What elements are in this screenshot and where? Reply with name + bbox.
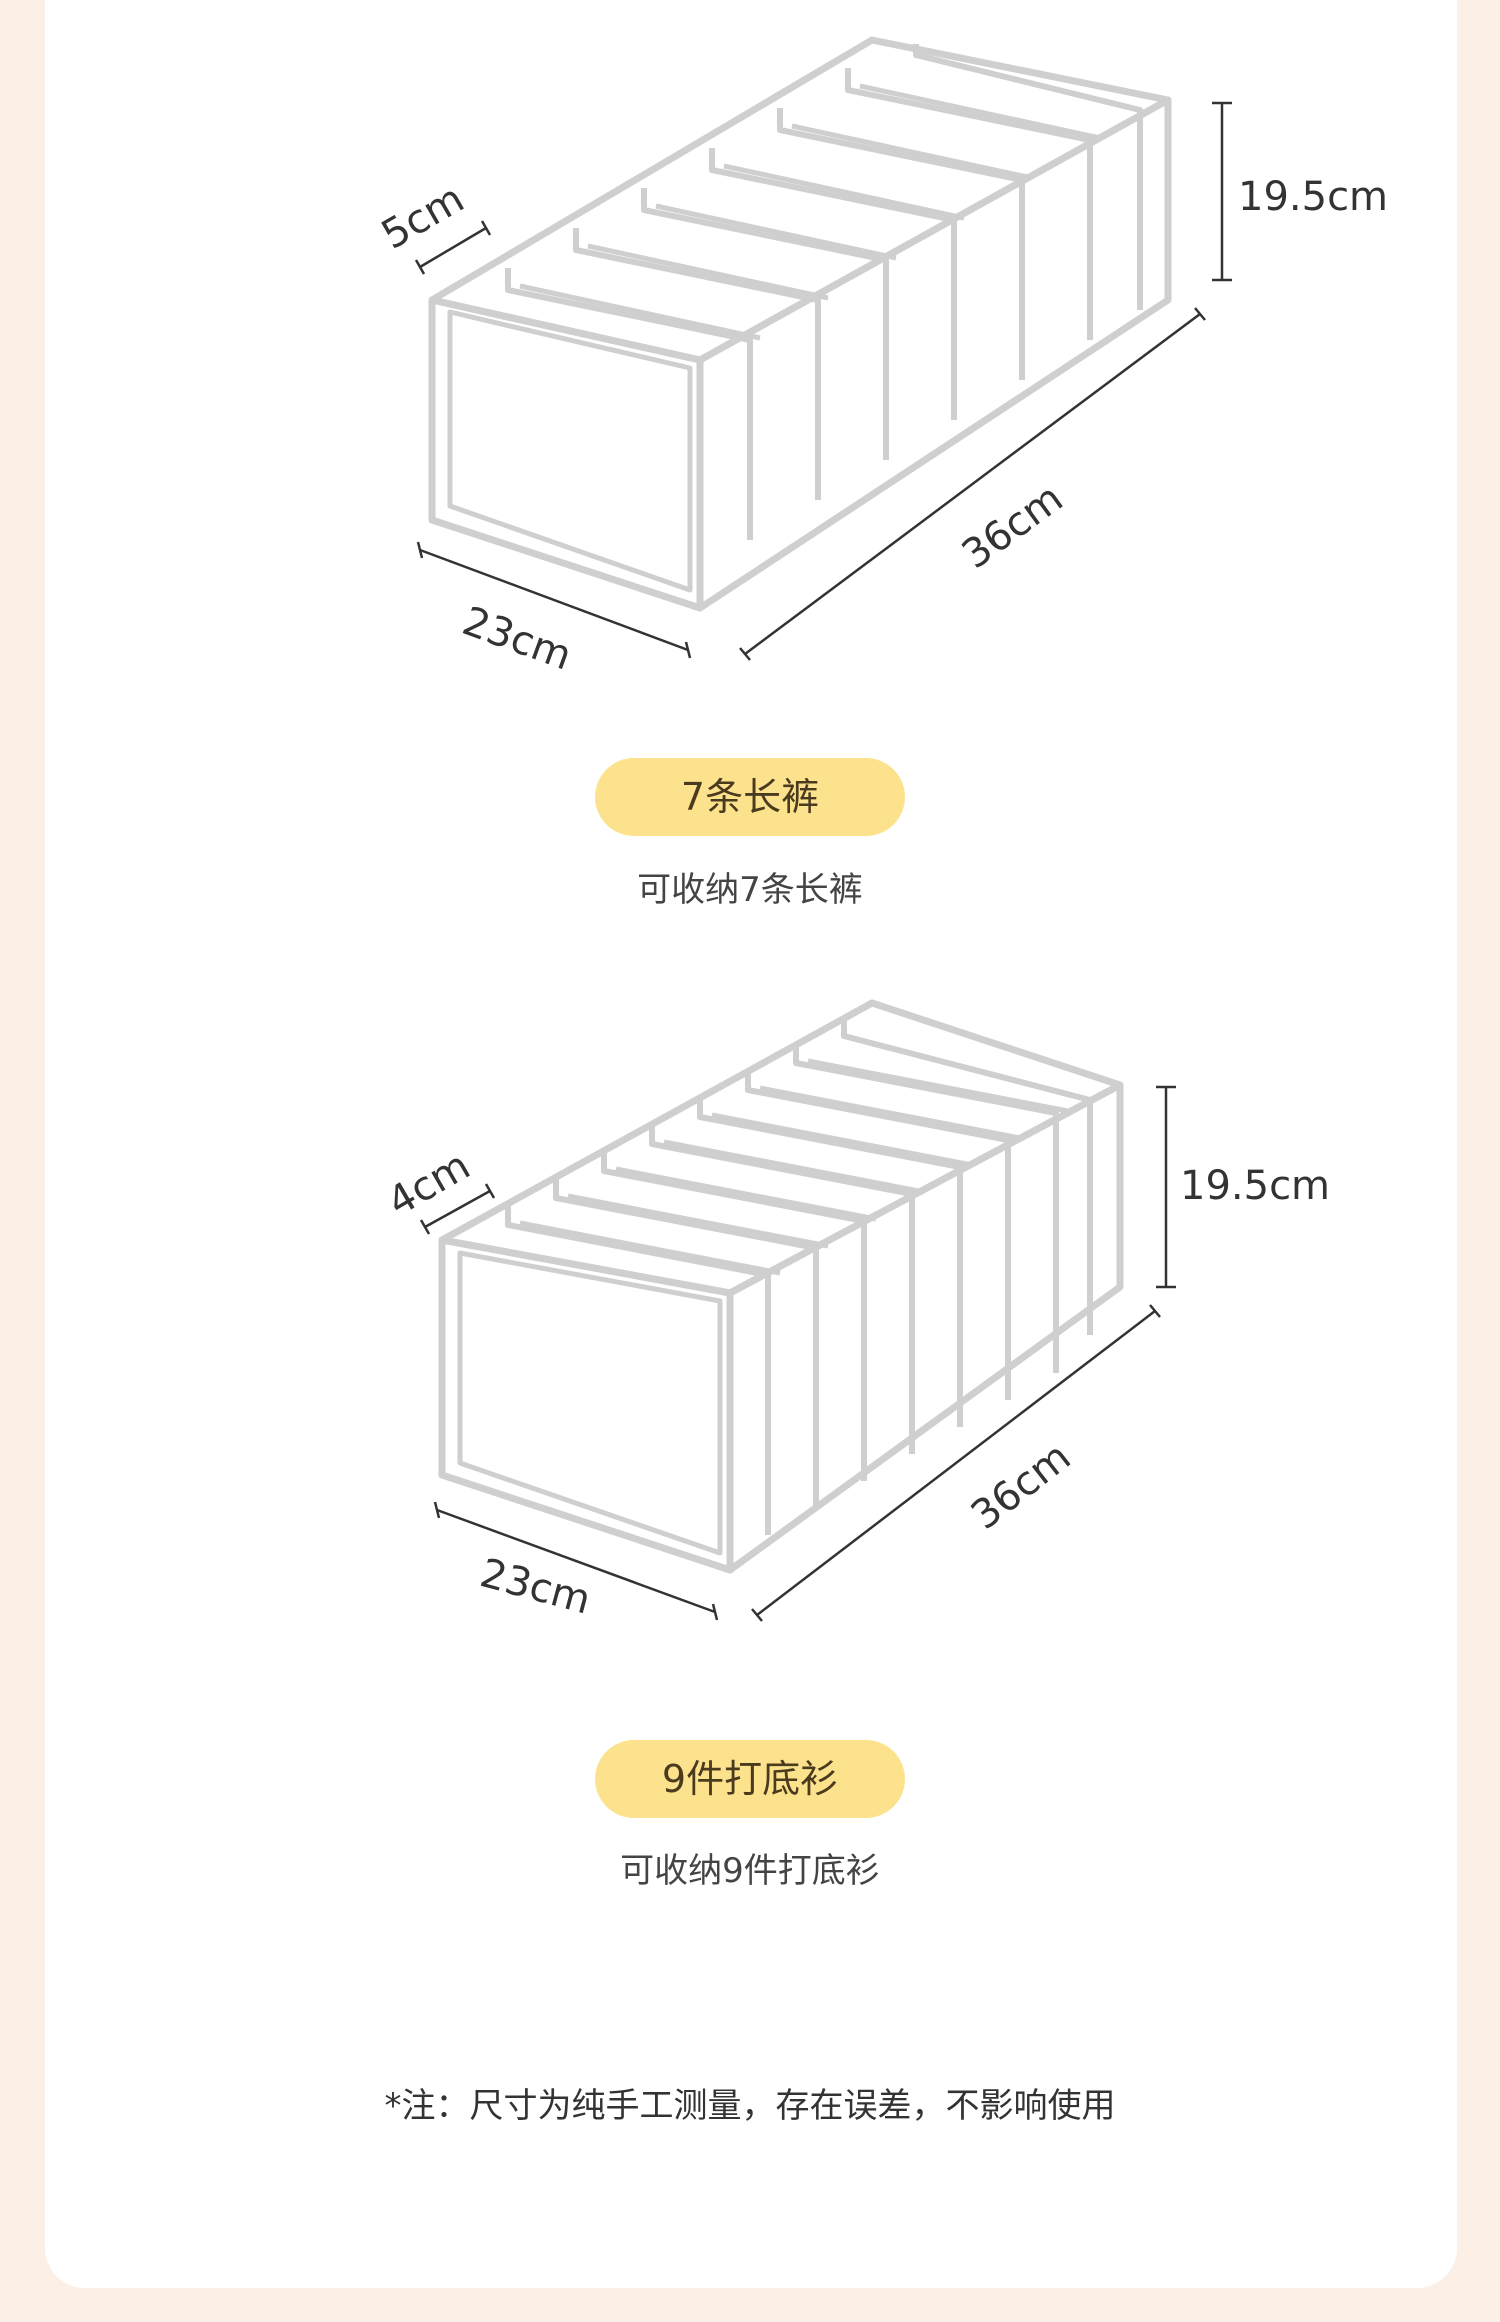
width-label-1: 23cm: [457, 598, 578, 679]
height-label-2: 19.5cm: [1180, 1163, 1330, 1209]
box-side-face: [726, 1081, 1124, 1574]
box-top-rim: [438, 999, 1124, 1297]
length-label-1: 36cm: [954, 475, 1072, 578]
measurement-note: *注：尺寸为纯手工测量，存在误差，不影响使用: [384, 2086, 1116, 2126]
capacity-badge-1: 7条长裤: [595, 758, 905, 836]
depth-label-2: 4cm: [380, 1143, 478, 1226]
capacity-badge-2: 9件打底衫: [595, 1740, 905, 1818]
capacity-caption-2: 可收纳9件打底衫: [620, 1851, 880, 1891]
box-front-face: [438, 1236, 734, 1574]
organizer-7-diagram: 19.5cm 5cm 23cm 36cm: [0, 0, 1500, 704]
length-label-2: 36cm: [963, 1434, 1079, 1539]
height-label-1: 19.5cm: [1238, 174, 1388, 220]
box-side-face: [696, 96, 1172, 612]
box-front-face: [428, 296, 704, 612]
organizer-9-diagram: 19.5cm 4cm 23cm 36cm: [0, 975, 1500, 1679]
capacity-caption-1: 可收纳7条长裤: [637, 870, 863, 910]
